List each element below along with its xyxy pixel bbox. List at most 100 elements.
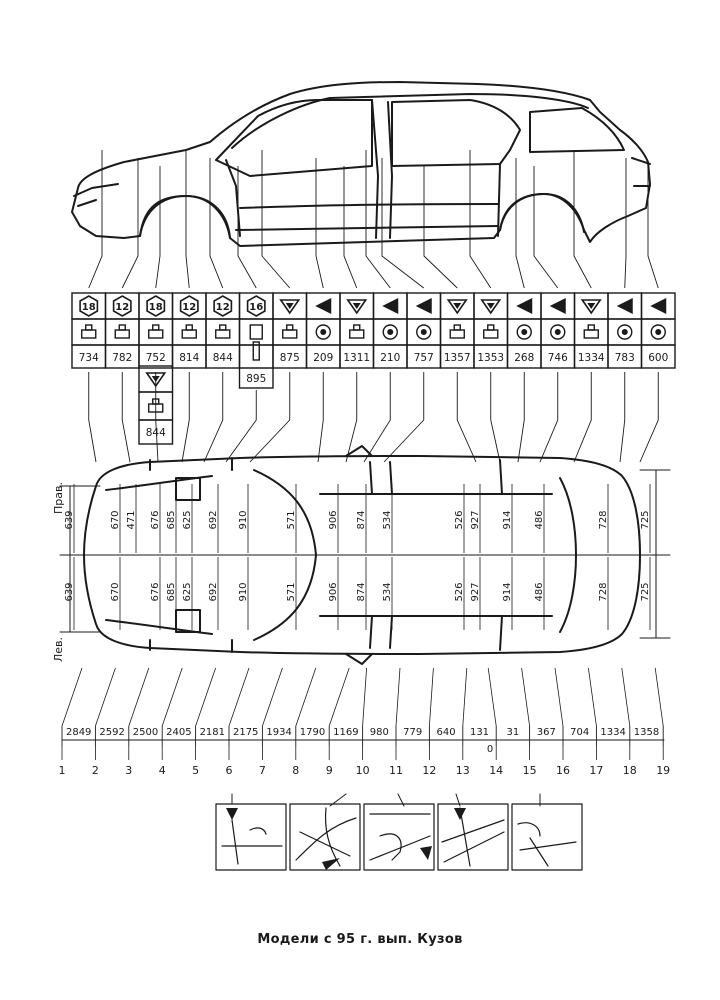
hexagon-icon xyxy=(246,295,266,317)
column-value: 1357 xyxy=(444,352,471,364)
upper-width-value: 534 xyxy=(382,510,393,529)
triangle-down-icon xyxy=(480,299,502,315)
hexagon-number: 18 xyxy=(149,302,163,313)
zero-label: 0 xyxy=(487,744,493,755)
hole-ring-icon xyxy=(617,324,633,340)
hole-ring-icon xyxy=(650,324,666,340)
column-value: 210 xyxy=(380,352,400,364)
mount-block-icon xyxy=(114,329,130,339)
triangle-down-icon xyxy=(580,299,602,315)
longitudinal-value: 2592 xyxy=(99,727,124,738)
point-number: 13 xyxy=(456,764,470,777)
column-value: 1353 xyxy=(477,352,504,364)
point-number: 9 xyxy=(326,764,333,777)
symbol-column: 783 xyxy=(607,292,643,369)
triangle-left-icon xyxy=(315,298,332,314)
top-view-leader-lines xyxy=(88,372,659,463)
symbol-column: 1334 xyxy=(573,292,609,369)
upper-width-value: 692 xyxy=(208,510,219,529)
upper-width-value: 906 xyxy=(328,510,339,529)
lower-width-value: 874 xyxy=(356,582,367,601)
column-value: 746 xyxy=(548,352,568,364)
hexagon-number: 12 xyxy=(182,302,196,313)
longitudinal-value: 980 xyxy=(370,727,389,738)
mount-block-icon xyxy=(583,329,599,339)
point-number: 17 xyxy=(589,764,603,777)
column-value: 757 xyxy=(414,352,434,364)
symbol-column: 600 xyxy=(640,292,676,369)
detail-insets xyxy=(215,803,583,871)
point-number: 7 xyxy=(259,764,266,777)
upper-width-value: 927 xyxy=(470,510,481,529)
mount-block-icon xyxy=(181,329,197,339)
upper-width-value: 486 xyxy=(534,510,545,529)
lower-width-value: 910 xyxy=(238,582,249,601)
side-label-left: Лев. xyxy=(52,637,65,662)
page-caption: Модели с 95 г. вып. Кузов xyxy=(257,932,463,947)
longitudinal-value: 367 xyxy=(537,727,556,738)
upper-width-value: 725 xyxy=(640,510,651,529)
longitudinal-value: 131 xyxy=(470,727,489,738)
column-value: 783 xyxy=(615,352,635,364)
lower-width-value: 685 xyxy=(166,582,177,601)
lower-width-value: 625 xyxy=(182,582,193,601)
triangle-left-icon xyxy=(549,298,566,314)
longitudinal-value: 2175 xyxy=(233,727,258,738)
upper-width-value: 728 xyxy=(598,510,609,529)
longitudinal-value: 640 xyxy=(437,727,456,738)
column-value: 782 xyxy=(112,352,132,364)
symbol-column: 210 xyxy=(372,292,408,369)
upper-width-value: 874 xyxy=(356,510,367,529)
hexagon-number: 18 xyxy=(82,302,96,313)
symbol-column: 875 xyxy=(272,292,308,369)
point-number: 6 xyxy=(226,764,233,777)
lower-width-value: 725 xyxy=(640,582,651,601)
triangle-left-icon xyxy=(650,298,667,314)
triangle-left-icon xyxy=(516,298,533,314)
lower-width-value: 526 xyxy=(454,582,465,601)
lower-width-value: 670 xyxy=(110,582,121,601)
point-number: 15 xyxy=(523,764,537,777)
longitudinal-value: 2500 xyxy=(133,727,158,738)
hexagon-icon xyxy=(213,295,233,317)
lower-width-value: 692 xyxy=(208,582,219,601)
hexagon-number: 12 xyxy=(216,302,230,313)
longitudinal-value: 1934 xyxy=(266,727,291,738)
symbol-column: 12 814 xyxy=(171,292,207,369)
longitudinal-value: 1334 xyxy=(600,727,625,738)
symbol-column: 18 734 xyxy=(71,292,107,369)
upper-width-value: 910 xyxy=(238,510,249,529)
side-label-right: Прав. xyxy=(52,482,65,514)
point-number: 11 xyxy=(389,764,403,777)
hole-ring-icon xyxy=(550,324,566,340)
column-value: 1334 xyxy=(578,352,605,364)
symbol-column: 757 xyxy=(406,292,442,369)
symbol-column: 209 xyxy=(305,292,341,369)
mount-block-icon xyxy=(449,329,465,339)
column-value: 734 xyxy=(79,352,99,364)
triangle-down-icon xyxy=(446,299,468,315)
point-number: 10 xyxy=(356,764,370,777)
point-number: 16 xyxy=(556,764,570,777)
upper-width-value: 571 xyxy=(286,510,297,529)
hole-ring-icon xyxy=(315,324,331,340)
upper-width-value: 625 xyxy=(182,510,193,529)
longitudinal-value: 779 xyxy=(403,727,422,738)
lower-width-value: 906 xyxy=(328,582,339,601)
lower-width-value: 927 xyxy=(470,582,481,601)
point-number: 19 xyxy=(656,764,670,777)
column-value: 875 xyxy=(280,352,300,364)
longitudinal-value: 2849 xyxy=(66,727,91,738)
column-value: 814 xyxy=(179,352,199,364)
pin-icon xyxy=(252,341,260,361)
hexagon-number: 16 xyxy=(249,302,263,313)
symbol-column: 268 xyxy=(506,292,542,369)
lower-width-value: 728 xyxy=(598,582,609,601)
mount-block-icon xyxy=(81,329,97,339)
point-number: 14 xyxy=(489,764,503,777)
